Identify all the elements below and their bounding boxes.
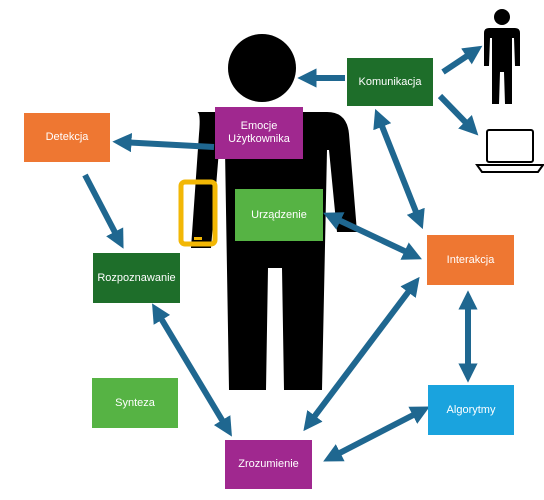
arrow-urzadzenie-interakcja bbox=[323, 212, 422, 260]
node-zrozumienie-label: Zrozumienie bbox=[238, 458, 299, 470]
arrow-komunikacja-to-laptop bbox=[437, 93, 479, 136]
node-urzadzenie-label: Urządzenie bbox=[251, 208, 307, 221]
node-interakcja-label: Interakcja bbox=[446, 253, 495, 266]
node-algorytmy-label: Algorytmy bbox=[446, 403, 496, 416]
node-urzadzenie: Urządzenie bbox=[235, 189, 323, 241]
person-icon bbox=[484, 9, 520, 104]
node-komunikacja: Komunikacja bbox=[347, 58, 433, 106]
arrow-algorytmy-zrozumienie bbox=[323, 406, 430, 462]
node-detekcja: Detekcja bbox=[24, 113, 110, 162]
node-synteza-label: Synteza bbox=[115, 396, 155, 409]
node-rozpoznawanie: Rozpoznawanie bbox=[93, 253, 180, 303]
arrow-emocje-to-detekcja bbox=[112, 133, 215, 153]
arrow-detekcja-to-rozpoznawanie bbox=[82, 173, 124, 249]
arrow-komunikacja-interakcja bbox=[373, 108, 425, 230]
arrows-layer bbox=[82, 45, 483, 462]
node-algorytmy: Algorytmy bbox=[428, 385, 514, 435]
smartphone-icon bbox=[178, 179, 218, 247]
arrow-komunikacja-to-person bbox=[441, 45, 483, 75]
arrow-interakcja-zrozumienie bbox=[303, 276, 420, 432]
node-zrozumienie: Zrozumienie bbox=[225, 440, 312, 489]
laptop-icon bbox=[475, 129, 544, 173]
arrow-rozpoznawanie-zrozumienie bbox=[152, 303, 232, 437]
node-komunikacja-label: Komunikacja bbox=[358, 75, 422, 88]
node-rozpoznawanie-label: Rozpoznawanie bbox=[97, 271, 176, 284]
node-synteza: Synteza bbox=[92, 378, 178, 428]
silhouette-head bbox=[228, 34, 296, 102]
node-interakcja: Interakcja bbox=[427, 235, 514, 285]
node-emocje: Emocje Użytkownika bbox=[215, 107, 303, 159]
node-emocje-label: Emocje Użytkownika bbox=[228, 120, 290, 145]
node-detekcja-label: Detekcja bbox=[45, 131, 89, 143]
